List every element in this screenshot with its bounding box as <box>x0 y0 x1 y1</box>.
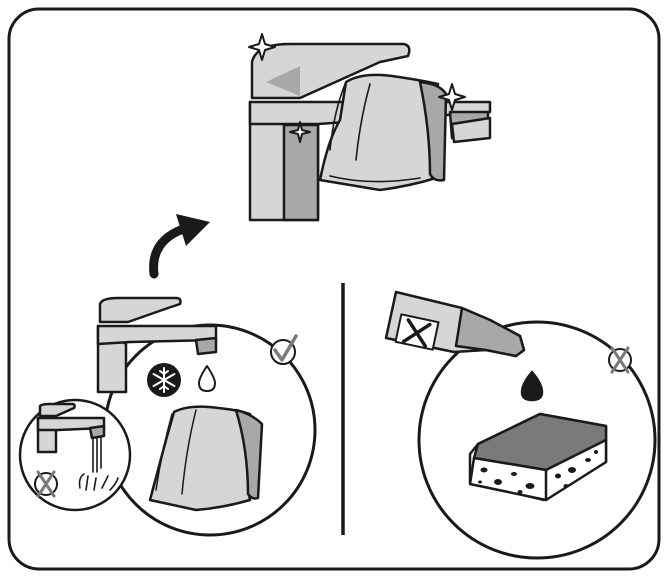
check-icon <box>270 334 298 365</box>
faucet-icon <box>96 296 218 394</box>
cloth-icon <box>318 73 448 192</box>
right-panel <box>384 290 657 560</box>
drop-icon <box>520 370 544 402</box>
water-drop-icon <box>198 365 216 392</box>
cross-icon <box>608 346 632 374</box>
running-water-icon <box>78 437 119 491</box>
scouring-sponge-icon <box>468 412 608 502</box>
curved-arrow-icon <box>149 214 210 279</box>
small-faucet-icon <box>36 402 106 454</box>
snowflake-icon <box>147 363 181 397</box>
running-water-inset <box>18 398 132 512</box>
sparkle-icon <box>248 33 466 143</box>
chemical-bottle-icon <box>384 290 526 358</box>
clean-faucet-scene <box>248 33 492 222</box>
left-panel <box>18 296 317 537</box>
cloth-icon <box>148 405 264 512</box>
faucet-icon <box>248 42 492 222</box>
cross-icon <box>34 470 58 498</box>
